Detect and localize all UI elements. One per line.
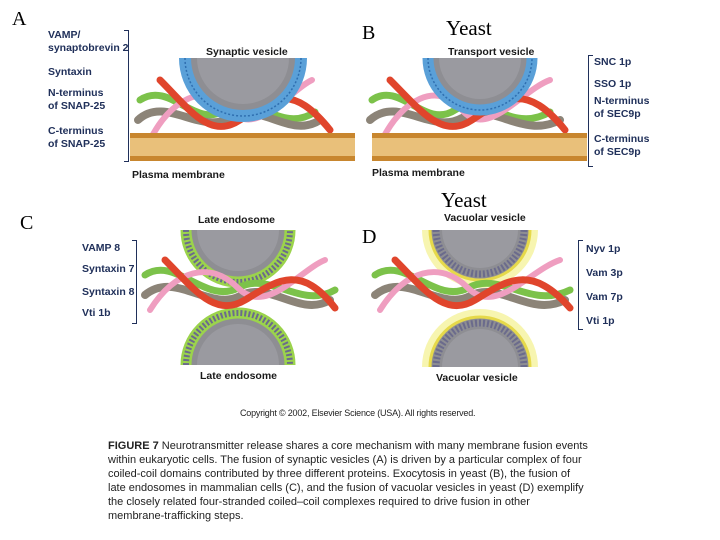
panel-b-vesicle-label: Transport vesicle (448, 46, 535, 58)
panel-c-label-vamp8: VAMP 8 (82, 242, 121, 254)
panel-d-bracket (578, 240, 583, 330)
panel-c-bracket (132, 240, 137, 324)
panel-a-label-vamp: VAMP/ synaptobrevin 2 (48, 29, 129, 54)
panel-c-label-vti1b: Vti 1b (82, 307, 111, 319)
figure-number: FIGURE 7 (108, 440, 159, 452)
panel-c-vesicle-bottom (180, 307, 296, 366)
panel-d-vesicle-bottom (422, 309, 538, 368)
panel-b-bracket (588, 55, 593, 167)
panel-b-membrane (372, 133, 587, 161)
panel-a: VAMP/ synaptobrevin 2 Syntaxin N-terminu… (0, 0, 360, 190)
panel-a-label-snap25-n: N-terminus of SNAP-25 (48, 87, 106, 112)
panel-a-label-snap25-c: C-terminus of SNAP-25 (48, 125, 106, 150)
panel-b-label-sec9p-c: C-terminus of SEC9p (594, 133, 650, 158)
panel-c-coils (141, 256, 339, 313)
panel-d-heading: Yeast (441, 188, 487, 212)
figure-caption-text: Neurotransmitter release shares a core m… (108, 440, 588, 522)
panel-d-label-vam3p: Vam 3p (586, 267, 623, 279)
panel-a-illustration (130, 57, 355, 161)
panel-a-vesicle (179, 57, 307, 122)
panel-c-label-syntaxin8: Syntaxin 8 (82, 286, 135, 298)
panel-d: Vacuolar vesicle Vacuolar vesicle Nyv 1p… (360, 200, 720, 400)
panel-b-label-sso1p: SSO 1p (594, 78, 632, 90)
panel-letter-b: B (362, 22, 376, 44)
panel-letter-d: D (362, 226, 377, 248)
panel-d-illustration (371, 229, 574, 368)
panel-b-heading: Yeast (446, 16, 492, 40)
panel-d-label-nyv1p: Nyv 1p (586, 243, 621, 255)
panel-letter-a: A (12, 8, 27, 30)
panel-a-bracket (124, 30, 129, 162)
panel-c-vesicle-bottom-label: Late endosome (200, 370, 278, 382)
copyright-notice: Copyright © 2002, Elsevier Science (USA)… (240, 408, 476, 418)
panel-d-vesicle-top-label: Vacuolar vesicle (444, 212, 526, 224)
panel-a-vesicle-label: Synaptic vesicle (206, 46, 288, 58)
panel-c-label-syntaxin7: Syntaxin 7 (82, 263, 135, 275)
panel-b-membrane-label: Plasma membrane (372, 167, 465, 179)
panel-a-membrane (130, 133, 355, 161)
panel-a-label-syntaxin: Syntaxin (48, 66, 92, 78)
panel-a-membrane-label: Plasma membrane (132, 169, 225, 181)
panel-d-label-vti1p: Vti 1p (586, 315, 615, 327)
panel-c-vesicle-top-label: Late endosome (198, 214, 276, 226)
panel-d-coils (371, 256, 574, 313)
panel-letter-c: C (20, 212, 34, 234)
panel-d-label-vam7p: Vam 7p (586, 291, 623, 303)
figure-caption: FIGURE 7 Neurotransmitter release shares… (108, 439, 588, 523)
panel-c: Late endosome Late endosome VAMP 8 Synta… (0, 200, 360, 400)
panel-c-vesicle-top (180, 229, 296, 288)
panel-b-vesicle (422, 57, 538, 116)
panel-b-label-snc1p: SNC 1p (594, 56, 632, 68)
panel-c-illustration (141, 229, 339, 366)
panel-b: Transport vesicle Plasma membrane SNC 1p… (360, 0, 720, 190)
panel-b-illustration (366, 57, 587, 161)
panel-d-vesicle-bottom-label: Vacuolar vesicle (436, 372, 518, 384)
panel-b-label-sec9p-n: N-terminus of SEC9p (594, 95, 650, 120)
